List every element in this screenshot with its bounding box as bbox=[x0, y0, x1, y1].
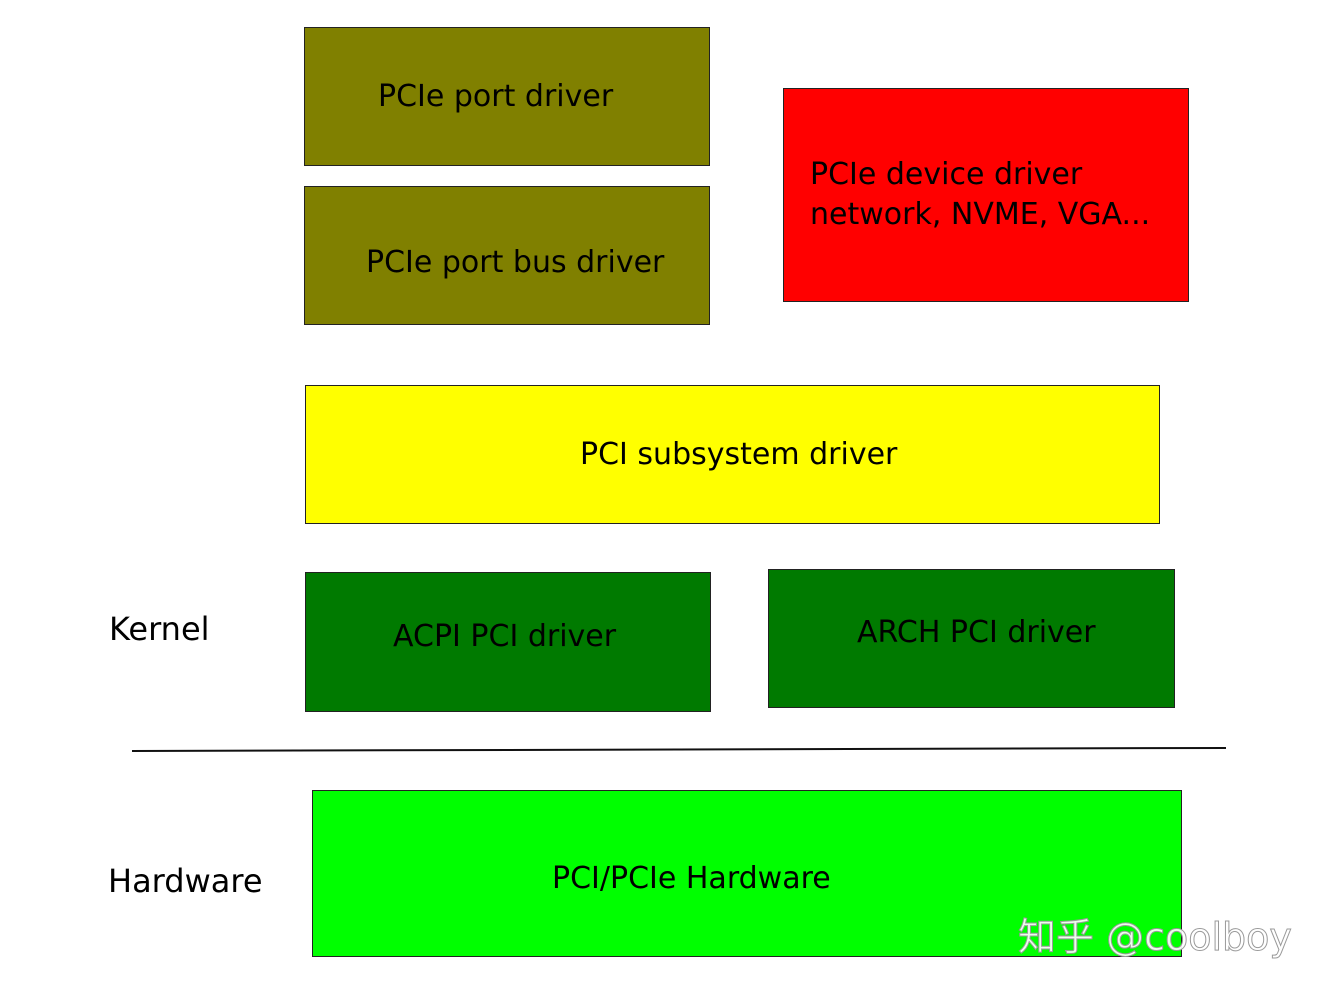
kernel-hardware-divider bbox=[131, 746, 1226, 752]
arch-pci-driver-box: ARCH PCI driver bbox=[768, 569, 1175, 708]
hardware-layer-label: Hardware bbox=[108, 862, 263, 900]
kernel-layer-label: Kernel bbox=[109, 610, 210, 648]
pcie-device-driver-examples: network, NVME, VGA... bbox=[810, 197, 1151, 232]
pci-pcie-hardware-box: PCI/PCIe Hardware bbox=[312, 790, 1182, 957]
zhihu-watermark: 知乎 @coolboy bbox=[1018, 915, 1293, 959]
acpi-pci-driver-box: ACPI PCI driver bbox=[305, 572, 711, 712]
pcie-port-bus-driver-label: PCIe port bus driver bbox=[366, 245, 665, 280]
pcie-port-driver-box: PCIe port driver bbox=[304, 27, 710, 166]
pcie-port-driver-label: PCIe port driver bbox=[378, 79, 614, 114]
pci-subsystem-driver-label: PCI subsystem driver bbox=[580, 437, 898, 472]
pci-subsystem-driver-box: PCI subsystem driver bbox=[305, 385, 1160, 524]
acpi-pci-driver-label: ACPI PCI driver bbox=[393, 619, 617, 654]
arch-pci-driver-label: ARCH PCI driver bbox=[857, 615, 1096, 650]
pcie-device-driver-label: PCIe device driver bbox=[810, 157, 1083, 192]
pcie-port-bus-driver-box: PCIe port bus driver bbox=[304, 186, 710, 325]
pcie-device-driver-box: PCIe device driver network, NVME, VGA... bbox=[783, 88, 1189, 302]
pci-pcie-hardware-label: PCI/PCIe Hardware bbox=[552, 861, 831, 896]
